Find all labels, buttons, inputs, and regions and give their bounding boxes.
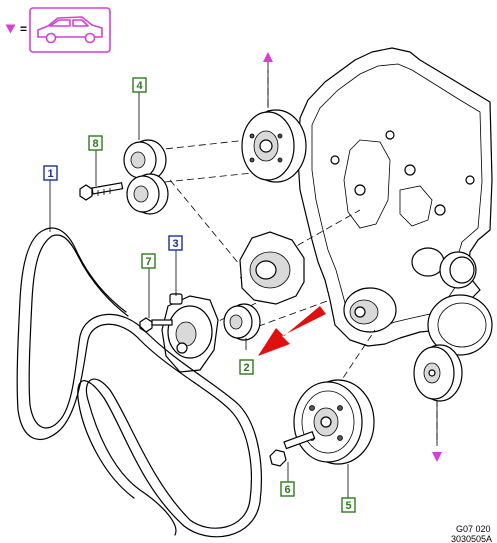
callout-7: 7 <box>141 253 156 318</box>
figure-code: G07 020 <box>456 524 491 534</box>
tensioner-pulley-small <box>223 303 261 341</box>
svg-text:6: 6 <box>284 484 290 496</box>
figure-reference: 3030505A <box>451 534 492 543</box>
engine-front-cover <box>297 47 493 356</box>
svg-text:8: 8 <box>92 138 98 150</box>
bottom-triangle-marker <box>432 452 442 462</box>
svg-text:1: 1 <box>47 168 53 180</box>
svg-text:5: 5 <box>345 500 351 512</box>
idler-pulley-4 <box>123 139 169 215</box>
top-triangle-marker <box>263 52 273 62</box>
legend-car-frame <box>29 7 111 53</box>
drive-belt-1 <box>16 227 262 538</box>
crankshaft-pulley-5 <box>293 379 375 465</box>
svg-text:4: 4 <box>136 80 143 92</box>
center-pump-housing <box>239 231 305 305</box>
car-icon <box>37 16 103 44</box>
bolt-6 <box>269 430 316 467</box>
lower-right-pulley <box>413 344 463 402</box>
callout-8: 8 <box>88 135 103 186</box>
callout-4: 4 <box>132 77 147 140</box>
callout-2: 2 <box>239 338 254 375</box>
legend-equals: = <box>20 22 27 36</box>
legend-triangle-marker <box>5 24 16 34</box>
bolt-8 <box>79 182 124 201</box>
callout-3: 3 <box>168 235 183 296</box>
upper-idler-pulley <box>241 109 307 183</box>
callout-1: 1 <box>43 165 58 232</box>
belt-tensioner-3 <box>161 293 219 373</box>
svg-text:7: 7 <box>145 256 151 268</box>
callout-6: 6 <box>280 462 295 497</box>
svg-text:2: 2 <box>243 362 249 374</box>
legend: = <box>5 7 111 53</box>
red-indicator-arrow <box>258 306 326 356</box>
callout-5: 5 <box>341 464 356 513</box>
svg-text:3: 3 <box>172 238 178 250</box>
